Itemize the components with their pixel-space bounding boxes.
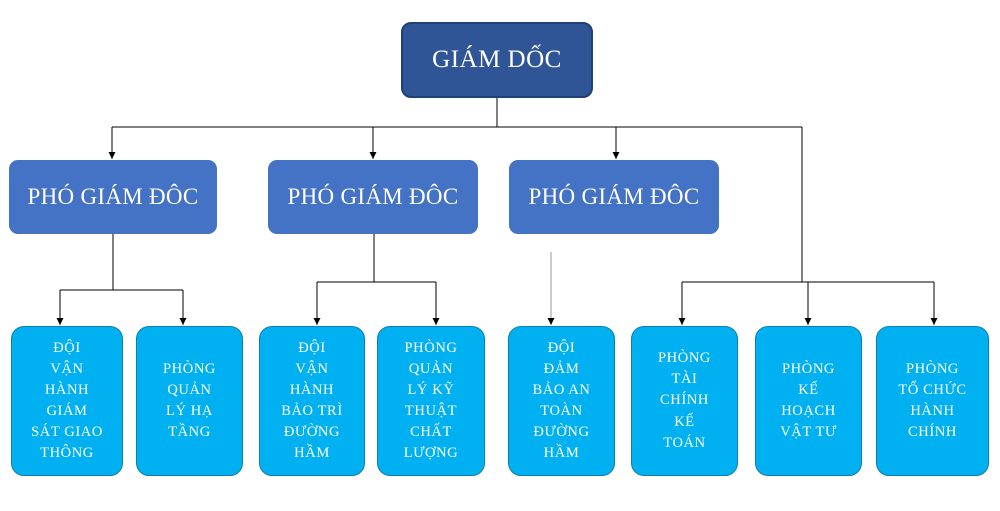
tunnel-safety-team-box: ĐỘI ĐẢM BẢO AN TOÀN ĐƯỜNG HẦM [508,326,615,476]
unit-label-2: PHÒNG QUẢN LÝ HẠ TẦNG [163,360,216,441]
traffic-monitoring-team-box: ĐỘI VẬN HÀNH GIÁM SÁT GIAO THÔNG [11,326,123,476]
infrastructure-management-dept-box: PHÒNG QUẢN LÝ HẠ TẦNG [136,326,243,476]
deputy-director-label-3: PHÓ GIÁM ĐÔC [528,184,700,209]
quality-technical-dept-box: PHÒNG QUẢN LÝ KỸ THUẬT CHẤT LƯỢNG [377,326,485,476]
finance-accounting-dept-box: PHÒNG TÀI CHÍNH KẾ TOÁN [631,326,738,476]
unit-label-4: PHÒNG QUẢN LÝ KỸ THUẬT CHẤT LƯỢNG [403,339,459,462]
deputy-director-label-2: PHÓ GIÁM ĐÔC [287,184,459,209]
unit-label-5: ĐỘI ĐẢM BẢO AN TOÀN ĐƯỜNG HẦM [532,339,591,462]
deputy-director-label-1: PHÓ GIÁM ĐÔC [27,184,199,209]
tunnel-maintenance-team-box: ĐỘI VẬN HÀNH BẢO TRÌ ĐƯỜNG HẦM [259,326,365,476]
unit-label-3: ĐỘI VẬN HÀNH BẢO TRÌ ĐƯỜNG HẦM [281,339,343,462]
unit-label-1: ĐỘI VẬN HÀNH GIÁM SÁT GIAO THÔNG [31,339,103,462]
deputy-director-box-2: PHÓ GIÁM ĐÔC [268,160,478,234]
unit-label-6: PHÒNG TÀI CHÍNH KẾ TOÁN [658,350,711,451]
administration-personnel-dept-box: PHÒNG TỔ CHỨC HÀNH CHÍNH [876,326,989,476]
director-box: GIÁM DỐC [401,22,593,98]
unit-label-7: PHÒNG KẾ HOẠCH VẬT TƯ [780,360,837,441]
deputy-director-box-1: PHÓ GIÁM ĐÔC [9,160,217,234]
unit-label-8: PHÒNG TỔ CHỨC HÀNH CHÍNH [898,360,967,441]
planning-materials-dept-box: PHÒNG KẾ HOẠCH VẬT TƯ [755,326,862,476]
deputy-director-box-3: PHÓ GIÁM ĐÔC [509,160,719,234]
director-label: GIÁM DỐC [432,46,562,73]
